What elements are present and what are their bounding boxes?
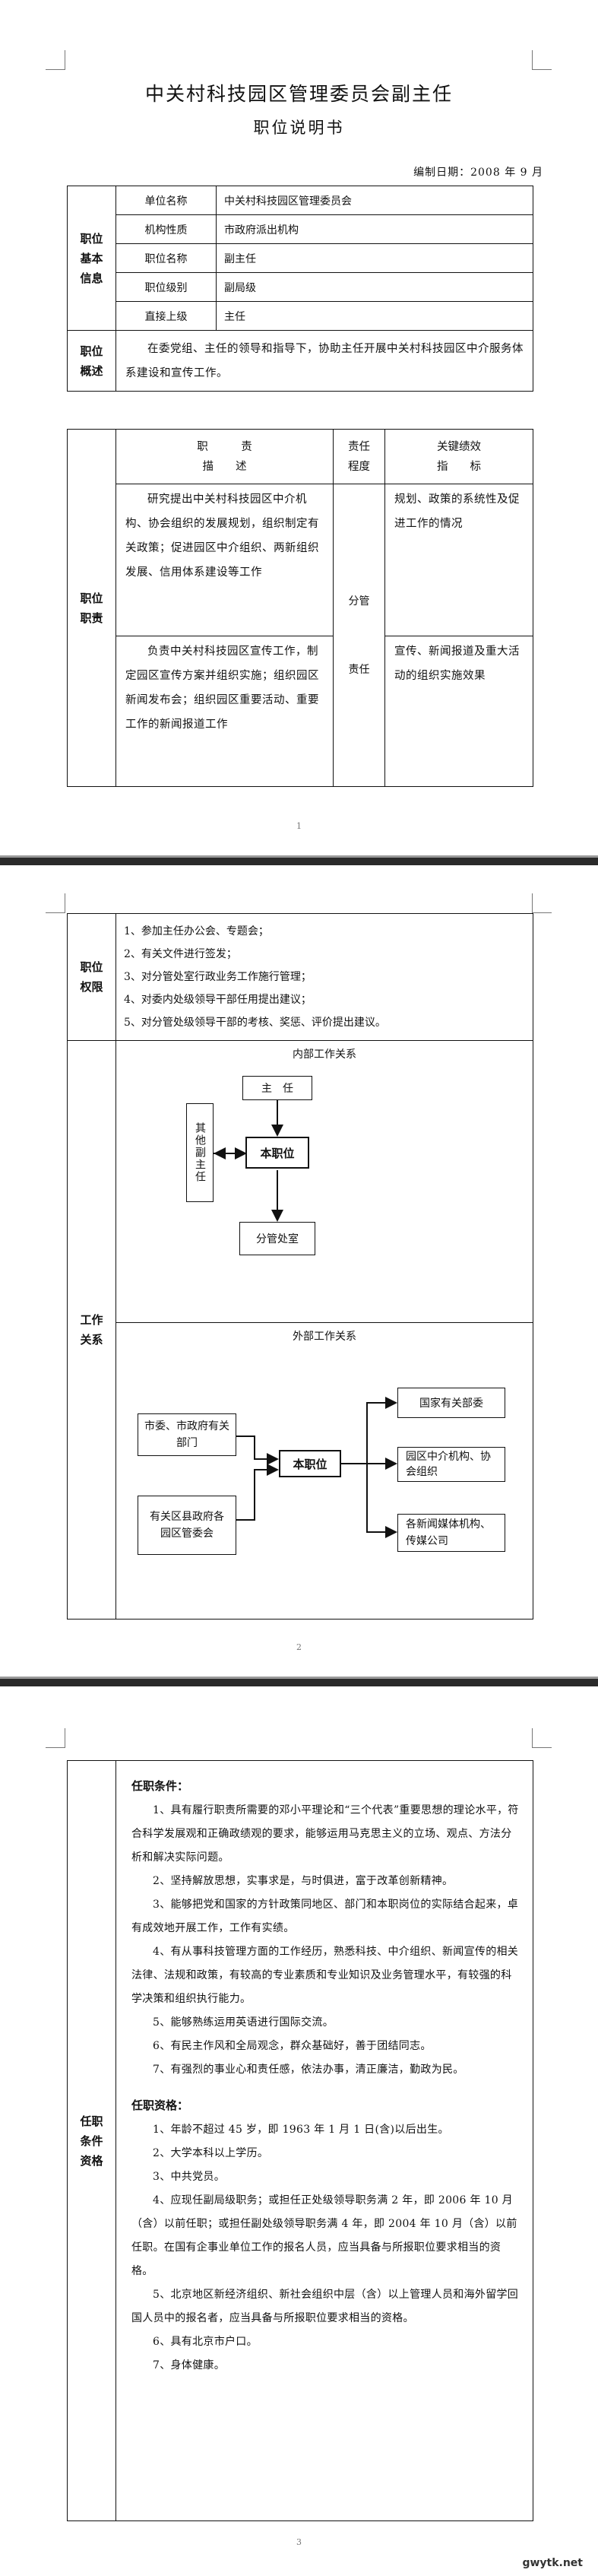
duties-label: 职位职责 <box>67 429 116 787</box>
condition-item: 1、具有履行职责所需要的邓小平理论和“三个代表”重要思想的理论水平，符合科学发展… <box>131 1804 519 1864</box>
internal-title: 内部工作关系 <box>293 1048 356 1061</box>
self-box: 本职位 <box>245 1137 309 1169</box>
crop-mark <box>46 893 65 913</box>
qual-item: 6、具有北京市户口。 <box>153 2336 258 2348</box>
field-key: 职位级别 <box>115 272 217 302</box>
qual-item: 1、年龄不超过 45 岁，即 1963 年 1 月 1 日(含)以后出生。 <box>153 2124 449 2136</box>
page-1: 中关村科技园区管理委员会副主任 职位说明书 编制日期：2008 年 9 月 职位… <box>0 0 598 855</box>
ext-left-box: 有关区县政府各园区管委会 <box>138 1496 236 1555</box>
kpi-header: 关键绩效指 标 <box>384 429 533 484</box>
duty-header: 职 责描 述 <box>115 429 334 484</box>
duty-desc: 负责中关村科技园区宣传工作，制定园区宣传方案并组织实施；组织园区新闻发布会；组织… <box>115 636 334 787</box>
field-value: 市政府派出机构 <box>216 214 533 244</box>
ext-right-box: 各新闻媒体机构、传媒公司 <box>397 1514 505 1552</box>
qual-item: 4、应现任副局级职务；或担任正处级领导职务满 2 年，即 2006 年 10 月… <box>131 2194 517 2277</box>
field-value: 副主任 <box>216 243 533 273</box>
authority-item: 1、参加主任办公会、专题会； <box>124 925 269 937</box>
condition-item: 4、有从事科技管理方面的工作经历，熟悉科技、中介组织、新闻宣传的相关法律、法规和… <box>131 1946 519 2005</box>
duties-table: 职位职责 职 责描 述 责任程度 关键绩效指 标 研究提出中关村科技园区中介机构… <box>67 429 533 787</box>
duty-kpi: 规划、政策的系统性及促进工作的情况 <box>384 484 533 636</box>
ext-right-box: 园区中介机构、协会组织 <box>397 1447 505 1482</box>
page-separator <box>0 858 598 865</box>
authority-table: 职位权限 1、参加主任办公会、专题会； 2、有关文件进行签发； 3、对分管处室行… <box>67 913 533 1620</box>
field-key: 直接上级 <box>115 301 217 331</box>
page-separator <box>0 1679 598 1686</box>
authority-item: 5、对分管处级领导干部的考核、奖惩、评价提出建议。 <box>124 1017 386 1029</box>
compile-date: 编制日期：2008 年 9 月 <box>413 167 543 179</box>
field-value: 中关村科技园区管理委员会 <box>216 186 533 215</box>
other-deputies-box: 其他副主任 <box>186 1103 214 1202</box>
condition-item: 6、有民主作风和全局观念，群众基础好，善于团结同志。 <box>153 2040 432 2052</box>
condition-item: 2、坚持解放思想，实事求是，与时俱进，富于改革创新精神。 <box>153 1875 454 1887</box>
doc-subtitle: 职位说明书 <box>253 119 345 137</box>
authority-item: 2、有关文件进行签发； <box>124 948 237 960</box>
condition-item: 7、有强烈的事业心和责任感，依法办事，清正廉洁，勤政为民。 <box>153 2064 464 2076</box>
doc-title: 中关村科技园区管理委员会副主任 <box>144 83 453 105</box>
field-value: 副局级 <box>216 272 533 302</box>
page-separator <box>0 855 598 858</box>
ext-right-box: 国家有关部委 <box>397 1388 505 1418</box>
summary-text: 在委党组、主任的领导和指导下，协助主任开展中关村科技园区中介服务体系建设和宣传工… <box>115 330 533 392</box>
qualifications-table: 任职条件资格 任职条件： 1、具有履行职责所需要的邓小平理论和“三个代表”重要思… <box>67 1760 533 2521</box>
page-number: 1 <box>296 821 302 831</box>
page-number: 2 <box>296 1642 302 1652</box>
qual-item: 7、身体健康。 <box>153 2359 226 2371</box>
relations-diagram: 内部工作关系 外部工作关系 <box>116 1041 533 1619</box>
field-key: 单位名称 <box>115 186 217 215</box>
relations-cell: 内部工作关系 外部工作关系 <box>115 1040 533 1620</box>
qual-item: 5、北京地区新经济组织、新社会组织中层（含）以上管理人员和海外留学回国人员中的报… <box>131 2289 519 2324</box>
relation-arrows <box>214 1100 397 1538</box>
qualifications-label: 任职条件资格 <box>67 1760 116 2521</box>
duty-kpi: 宣传、新闻报道及重大活动的组织实施效果 <box>384 636 533 787</box>
page-2: 职位权限 1、参加主任办公会、专题会； 2、有关文件进行签发； 3、对分管处室行… <box>0 871 598 1677</box>
condition-item: 3、能够把党和国家的方针政策同地区、部门和本职岗位的实际结合起来，卓有成效地开展… <box>131 1899 519 1934</box>
crop-mark <box>46 50 65 70</box>
director-box: 主 任 <box>242 1076 312 1100</box>
basic-info-label: 职位基本信息 <box>67 186 116 331</box>
authority-item: 4、对委内处级领导干部任用提出建议； <box>124 994 312 1006</box>
page-number: 3 <box>296 2537 302 2547</box>
position-table: 职位基本信息 单位名称 中关村科技园区管理委员会 机构性质 市政府派出机构 职位… <box>67 186 533 392</box>
level-a: 分管 <box>348 595 370 608</box>
crop-mark <box>46 1728 65 1748</box>
page-separator <box>0 1677 598 1679</box>
level-b: 责任 <box>348 663 370 676</box>
level-header: 责任程度 <box>333 429 385 484</box>
field-key: 职位名称 <box>115 243 217 273</box>
conditions-title: 任职条件： <box>131 1779 189 1793</box>
external-title: 外部工作关系 <box>293 1331 356 1343</box>
authority-label: 职位权限 <box>67 913 116 1041</box>
crop-mark <box>532 50 552 70</box>
qualifications-body: 任职条件： 1、具有履行职责所需要的邓小平理论和“三个代表”重要思想的理论水平，… <box>115 1760 533 2521</box>
other-deputies-label: 其他副主任 <box>194 1122 206 1183</box>
qual-item: 3、中共党员。 <box>153 2171 226 2183</box>
self-box-external: 本职位 <box>279 1450 341 1477</box>
field-value: 主任 <box>216 301 533 331</box>
summary-label: 职位概述 <box>67 330 116 392</box>
division-box: 分管处室 <box>239 1222 315 1255</box>
page-3: 任职条件资格 任职条件： 1、具有履行职责所需要的邓小平理论和“三个代表”重要思… <box>0 1692 598 2576</box>
field-key: 机构性质 <box>115 214 217 244</box>
duty-level: 分管 责任 <box>333 484 385 787</box>
divider <box>116 1322 533 1323</box>
ext-left-box: 市委、市政府有关部门 <box>138 1413 236 1456</box>
crop-mark <box>532 893 552 913</box>
qual-title: 任职资格： <box>131 2099 189 2112</box>
duty-desc: 研究提出中关村科技园区中介机构、协会组织的发展规划，组织制定有关政策；促进园区中… <box>115 484 334 636</box>
crop-mark <box>532 1728 552 1748</box>
relations-label: 工作关系 <box>67 1040 116 1620</box>
authority-item: 3、对分管处室行政业务工作施行管理； <box>124 971 312 983</box>
condition-item: 5、能够熟练运用英语进行国际交流。 <box>153 2016 334 2029</box>
watermark-url: gwytk.net <box>522 2557 583 2569</box>
qual-item: 2、大学本科以上学历。 <box>153 2147 269 2159</box>
authority-list: 1、参加主任办公会、专题会； 2、有关文件进行签发； 3、对分管处室行政业务工作… <box>115 913 533 1041</box>
